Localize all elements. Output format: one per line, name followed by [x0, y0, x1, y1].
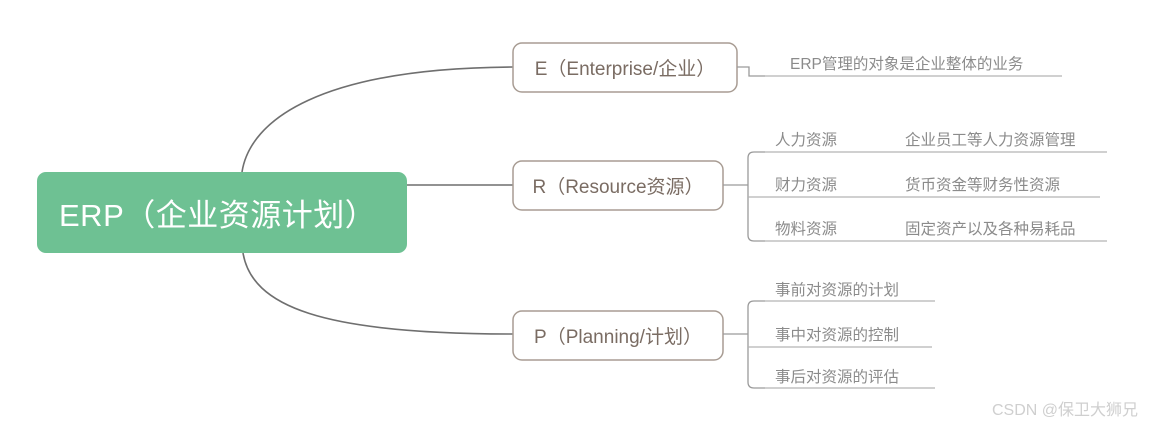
- branch-node-resource-label: R（Resource资源）: [532, 177, 704, 198]
- root-node-label: ERP（企业资源计划）: [59, 198, 377, 233]
- leaf-e-1-label: ERP管理的对象是企业整体的业务: [790, 56, 1024, 73]
- leaf-r-3-desc: 固定资产以及各种易耗品: [905, 221, 1076, 238]
- branch-node-enterprise-label: E（Enterprise/企业）: [534, 59, 716, 80]
- connector-p-bracket: [747, 300, 765, 389]
- branch-box-p[interactable]: [512, 310, 724, 361]
- root-node[interactable]: ERP（企业资源计划）: [37, 172, 407, 253]
- leaf-p-3-label: 事后对资源的评估: [775, 369, 900, 386]
- branch-node-planning-label: P（Planning/计划）: [534, 327, 702, 348]
- connector-root-to-e: [241, 66, 514, 173]
- watermark: CSDN @保卫大狮兄: [991, 402, 1138, 419]
- connector-e-bracket: [737, 66, 765, 77]
- leaf-r-1-label: 人力资源: [775, 132, 838, 149]
- branch-node-enterprise[interactable]: E（Enterprise/企业）: [513, 43, 737, 92]
- leaf-r-2-label: 财力资源: [775, 177, 838, 194]
- connector-root-to-p: [242, 252, 514, 335]
- leaf-r-2-desc: 货币资金等财务性资源: [905, 177, 1061, 194]
- branch-node-planning[interactable]: P（Planning/计划）: [513, 311, 723, 360]
- leaf-r-3-label: 物料资源: [775, 221, 838, 238]
- leaf-r-1-desc: 企业员工等人力资源管理: [905, 132, 1076, 149]
- leaf-p-1-label: 事前对资源的计划: [775, 282, 900, 299]
- leaf-p-2-label: 事中对资源的控制: [775, 327, 900, 344]
- branch-node-resource[interactable]: R（Resource资源）: [513, 161, 723, 210]
